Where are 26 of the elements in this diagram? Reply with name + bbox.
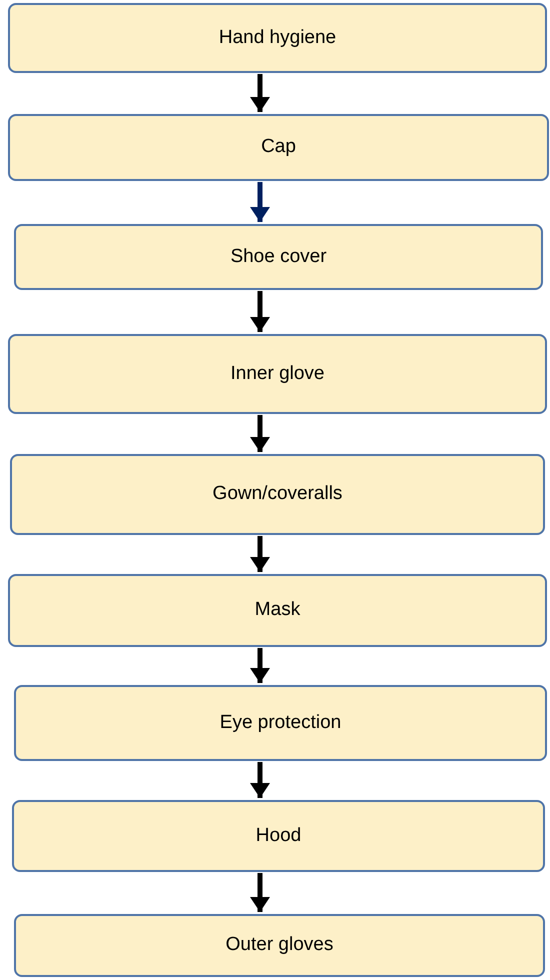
arrow <box>250 873 270 912</box>
step-label: Outer gloves <box>226 933 334 958</box>
step-label: Hood <box>256 824 302 848</box>
arrow <box>250 74 270 112</box>
step-box <box>8 114 549 181</box>
step-box <box>14 685 547 761</box>
step-label: Cap <box>261 135 296 160</box>
arrow <box>250 291 270 332</box>
arrow <box>250 415 270 452</box>
step-label: Inner glove <box>230 362 324 386</box>
arrow <box>250 182 270 222</box>
step-box <box>8 3 547 73</box>
arrow <box>250 536 270 572</box>
arrow <box>250 648 270 683</box>
step-box <box>10 454 545 535</box>
step-label: Shoe cover <box>230 244 327 269</box>
step-label: Eye protection <box>220 710 342 735</box>
step-box <box>14 224 543 290</box>
step-box <box>8 574 547 647</box>
step-box <box>8 334 547 414</box>
arrow <box>250 762 270 798</box>
step-label: Gown/coveralls <box>212 482 342 506</box>
step-box <box>12 800 545 872</box>
step-box <box>14 914 545 977</box>
step-label: Mask <box>254 598 300 622</box>
step-label: Hand hygiene <box>218 26 336 50</box>
